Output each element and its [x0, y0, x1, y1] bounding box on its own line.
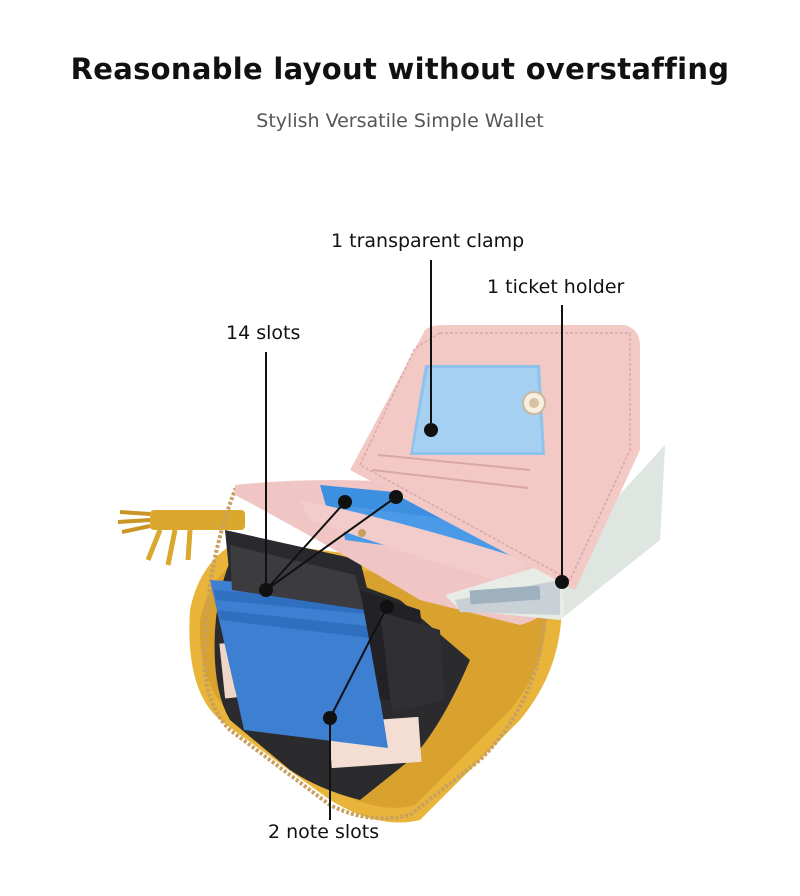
page-subtitle: Stylish Versatile Simple Wallet — [256, 110, 544, 132]
slot-dot-3 — [259, 583, 273, 597]
note-dot-1 — [380, 600, 394, 614]
callout-dots — [259, 423, 569, 725]
clamp-dot — [424, 423, 438, 437]
callout-clamp-label: 1 transparent clamp — [331, 230, 525, 252]
tassel — [117, 510, 245, 566]
callout-lines — [265, 260, 563, 820]
card-slots — [210, 530, 445, 748]
page-title: Reasonable layout without overstaffing — [70, 52, 730, 86]
callout-ticket-label: 1 ticket holder — [487, 276, 625, 298]
top-flap — [350, 325, 640, 590]
banknotes — [445, 445, 665, 620]
callout-notes-label: 2 note slots — [268, 821, 380, 843]
note-dot-2 — [323, 711, 337, 725]
slot-dot-2 — [389, 490, 403, 504]
ticket-dot — [555, 575, 569, 589]
slot-dot-1 — [338, 495, 352, 509]
callout-slots-label: 14 slots — [226, 322, 301, 344]
